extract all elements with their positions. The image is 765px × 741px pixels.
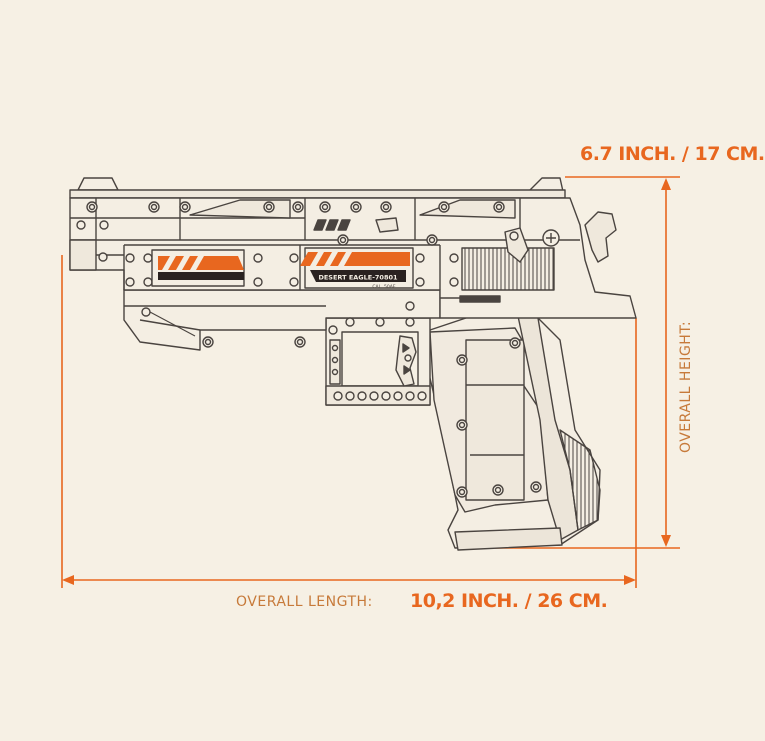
length-arrow-right bbox=[624, 575, 636, 585]
slide-decal-right: DESERT EAGLE-70801 CAL. 50AE bbox=[300, 247, 414, 290]
height-arrow-up bbox=[661, 178, 671, 190]
hammer bbox=[584, 211, 617, 263]
slide-model-label: DESERT EAGLE-70801 bbox=[318, 274, 398, 282]
height-arrow-down bbox=[661, 535, 671, 547]
pistol-drawing: DESERT EAGLE-70801 CAL. 50AE bbox=[69, 177, 637, 551]
length-label-text: OVERALL LENGTH: bbox=[236, 594, 373, 610]
magazine-base bbox=[454, 527, 563, 551]
length-value-text: 10,2 INCH. / 26 CM. bbox=[410, 590, 608, 612]
grip-plate bbox=[465, 339, 525, 501]
grip bbox=[427, 299, 601, 551]
length-arrow-left bbox=[62, 575, 74, 585]
blueprint-canvas: DESERT EAGLE-70801 CAL. 50AE bbox=[61, 176, 680, 588]
trigger-guard bbox=[325, 317, 431, 406]
front-sight bbox=[77, 177, 119, 191]
slide-decal-left bbox=[151, 249, 245, 287]
height-value-text: 6.7 INCH. / 17 CM. bbox=[580, 143, 765, 165]
slide-caliber-label: CAL. 50AE bbox=[372, 284, 395, 290]
slide-serrations bbox=[461, 247, 555, 291]
length-dimension bbox=[61, 255, 637, 588]
frame bbox=[123, 289, 441, 351]
height-dimension bbox=[495, 176, 680, 549]
height-label-text: OVERALL HEIGHT: bbox=[678, 320, 694, 454]
trigger bbox=[395, 335, 417, 387]
